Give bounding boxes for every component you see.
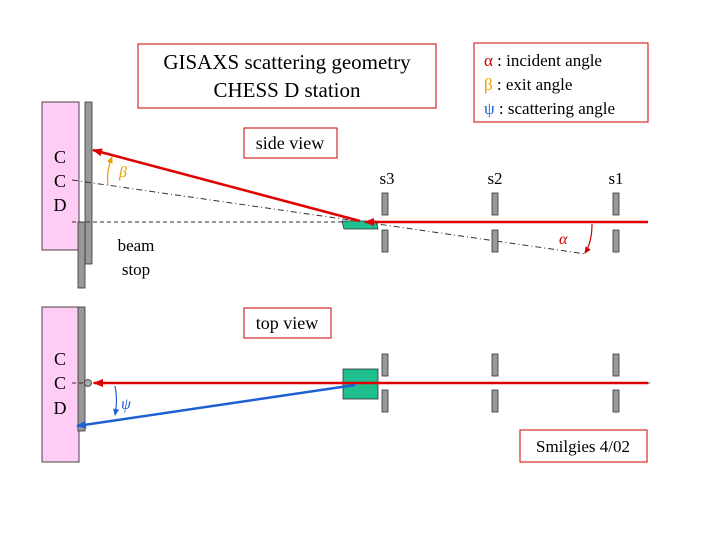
slit-s2-right-top bbox=[491, 389, 499, 413]
detector-plate-top bbox=[77, 306, 86, 432]
incident-angle-symbol: α bbox=[559, 231, 568, 248]
slit-s3-right-top bbox=[381, 389, 389, 413]
slit-label-s3: s3 bbox=[379, 169, 394, 188]
exit-angle-symbol: β bbox=[118, 164, 127, 181]
slit-s2-left-top bbox=[491, 353, 499, 377]
svg-text:side view: side view bbox=[256, 133, 324, 153]
slit-s2-lower bbox=[491, 229, 499, 253]
beam-stop-label-line1: beam bbox=[118, 236, 155, 255]
svg-text:D: D bbox=[54, 195, 67, 215]
slit-s1-left-top bbox=[612, 353, 620, 377]
svg-text:C: C bbox=[54, 349, 66, 369]
slit-label-s2: s2 bbox=[487, 169, 502, 188]
legend-item-incident: α : incident angle bbox=[484, 51, 602, 70]
slit-s1-right-top bbox=[612, 389, 620, 413]
svg-text:C: C bbox=[54, 373, 66, 393]
scattering-angle-arc bbox=[113, 385, 120, 416]
slit-s3-lower bbox=[381, 229, 389, 253]
legend-item-scattering: ψ : scattering angle bbox=[484, 99, 615, 118]
svg-text:C: C bbox=[54, 171, 66, 191]
svg-text:Smilgies 4/02: Smilgies 4/02 bbox=[536, 437, 630, 456]
legend-box: α : incident angle β : exit angle ψ : sc… bbox=[473, 42, 649, 123]
beam-stop-top bbox=[84, 379, 92, 387]
top-view-label-box: top view bbox=[243, 307, 332, 339]
scattering-angle-symbol: ψ bbox=[121, 396, 132, 413]
svg-text:C: C bbox=[54, 147, 66, 167]
svg-text:top view: top view bbox=[256, 313, 319, 333]
svg-text:D: D bbox=[54, 398, 67, 418]
beam-stop-label-line2: stop bbox=[122, 260, 150, 279]
detector-plate-side bbox=[84, 101, 93, 265]
slit-s1-upper bbox=[612, 192, 620, 216]
side-view-label-box: side view bbox=[243, 127, 338, 159]
incident-angle-arc bbox=[584, 223, 593, 254]
beam-stop-bar bbox=[77, 221, 86, 289]
ccd-detector-top: C C D bbox=[41, 306, 80, 463]
scattered-beam-top bbox=[76, 383, 356, 429]
title-line1: GISAXS scattering geometry bbox=[163, 50, 411, 74]
exit-angle-arc bbox=[106, 156, 113, 186]
title-box: GISAXS scattering geometry CHESS D stati… bbox=[137, 43, 437, 109]
ccd-detector-side: C C D bbox=[41, 101, 80, 251]
slit-s2-upper bbox=[491, 192, 499, 216]
slit-s1-lower bbox=[612, 229, 620, 253]
legend-item-exit: β : exit angle bbox=[484, 75, 572, 94]
slit-s3-upper bbox=[381, 192, 389, 216]
title-line2: CHESS D station bbox=[213, 78, 361, 102]
credit-box: Smilgies 4/02 bbox=[519, 429, 648, 463]
slit-s3-left-top bbox=[381, 353, 389, 377]
reflected-plane-line bbox=[71, 179, 587, 255]
exit-beam-side bbox=[92, 148, 361, 223]
slit-label-s1: s1 bbox=[608, 169, 623, 188]
